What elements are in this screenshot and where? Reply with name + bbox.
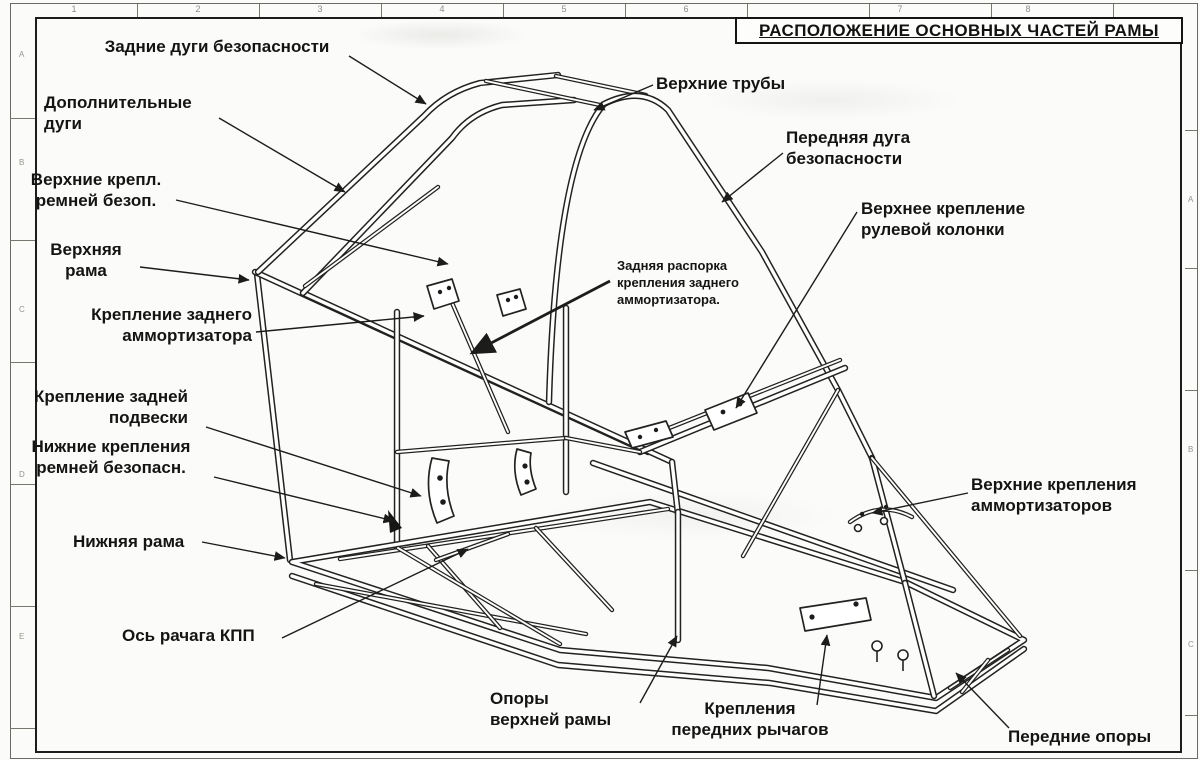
label-rear-safety-hoops: Задние дуги безопасности — [104, 37, 330, 56]
top-zone-3: 3 — [317, 4, 323, 14]
label-lower-belt-mounts: Нижние крепления ремней безопасн. — [31, 437, 191, 477]
left-zone-b: B — [19, 158, 25, 167]
left-zone-a: A — [19, 50, 25, 59]
label-upper-shock-mounts: Верхние крепления аммортизаторов — [971, 475, 1137, 515]
label-steering-column-upper-mount: Верхнее крепление рулевой колонки — [861, 199, 1026, 239]
label-rear-shock-mount: Крепление заднего аммортизатора — [91, 305, 252, 345]
label-gearbox-lever-axis: Ось рачага КПП — [122, 626, 255, 645]
label-upper-tubes: Верхние трубы — [656, 74, 786, 93]
left-zone-d: D — [19, 470, 25, 479]
top-zone-8: 8 — [1025, 4, 1031, 14]
right-zone-a: A — [1188, 195, 1194, 204]
label-lower-frame: Нижняя рама — [73, 532, 185, 551]
top-zone-1: 1 — [71, 4, 77, 14]
left-zone-c: C — [19, 305, 25, 314]
chassis-tubes — [251, 71, 1028, 715]
sheet-outer-left-line — [10, 3, 11, 758]
sheet-outer-right-line — [1197, 3, 1198, 758]
top-zone-6: 6 — [683, 4, 689, 14]
top-zone-2: 2 — [195, 4, 201, 14]
top-zone-4: 4 — [439, 4, 445, 14]
label-rear-shock-brace: Задняя распорка крепления заднего амморт… — [617, 258, 739, 308]
label-rear-suspension-mount: Крепление задней подвески — [33, 387, 188, 427]
label-upper-frame: Верхняя рама — [50, 240, 122, 280]
leader-lines — [139, 55, 1010, 729]
drawing-frame-border — [35, 17, 1182, 753]
top-zone-5: 5 — [561, 4, 567, 14]
right-zone-b: B — [1188, 445, 1194, 454]
label-additional-hoops: Дополнительные дуги — [44, 93, 192, 133]
label-upper-frame-supports: Опоры верхней рамы — [490, 689, 612, 729]
label-front-safety-hoop: Передняя дуга безопасности — [786, 128, 911, 168]
label-front-supports: Передние опоры — [1008, 727, 1152, 746]
title-box: РАСПОЛОЖЕНИЕ ОСНОВНЫХ ЧАСТЕЙ РАМЫ — [735, 17, 1183, 44]
sheet-title: РАСПОЛОЖЕНИЕ ОСНОВНЫХ ЧАСТЕЙ РАМЫ — [759, 20, 1159, 40]
right-zone-c: C — [1188, 640, 1194, 649]
top-zone-7: 7 — [897, 4, 903, 14]
label-front-arm-mounts: Крепления передних рычагов — [671, 699, 829, 739]
sheet-outer-bottom-line — [10, 758, 1198, 759]
sheet-outer-top-line — [10, 3, 1198, 4]
left-zone-e: E — [19, 632, 25, 641]
label-upper-belt-mounts: Верхние крепл. ремней безоп. — [30, 170, 162, 210]
